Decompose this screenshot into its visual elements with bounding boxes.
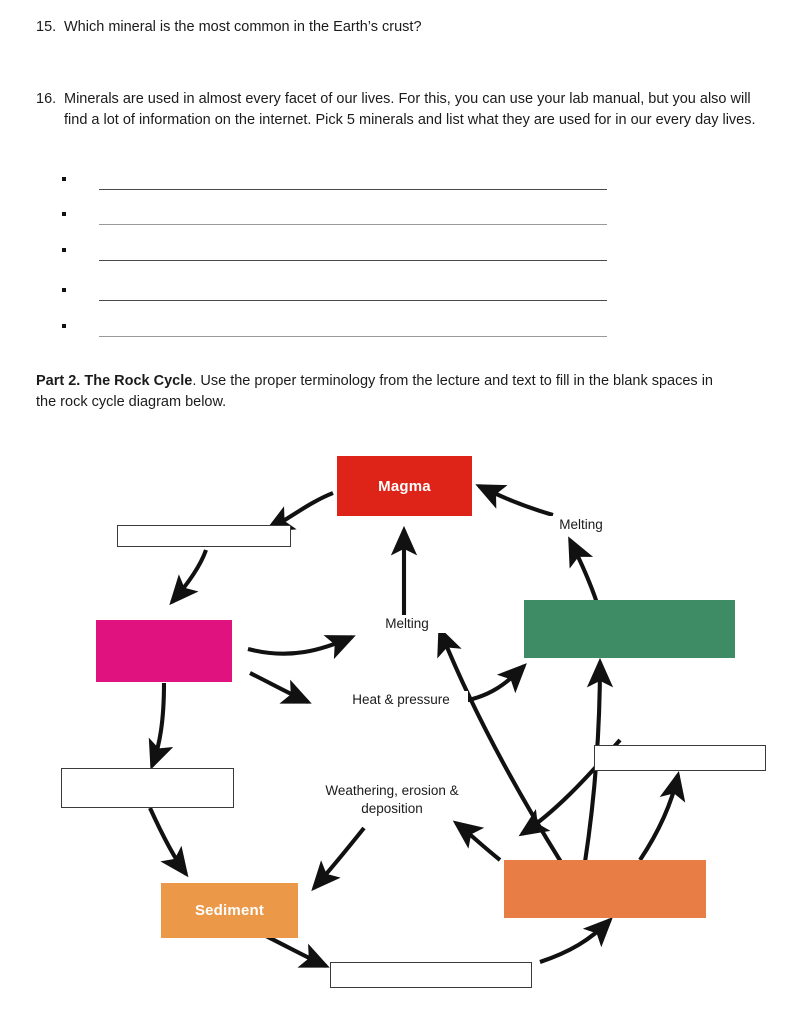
rock-cycle-diagram: Magma Sediment Melting Melting Heat & pr… (0, 430, 790, 1024)
arrow-weathering-to-sediment (311, 826, 366, 892)
arrow-green-to-melting-right (568, 536, 599, 604)
question-16-number: 16. (36, 91, 57, 107)
answer-line-4[interactable] (99, 300, 607, 301)
question-16-text: Minerals are used in almost every facet … (64, 91, 756, 128)
bullet-icon (62, 177, 66, 181)
list-item (62, 319, 607, 341)
bullet-icon (62, 248, 66, 252)
list-item (62, 283, 607, 305)
arrow-melting-right-to-magma (475, 484, 554, 517)
list-item (62, 207, 607, 229)
node-blank-bottom[interactable] (330, 962, 532, 988)
arrow-magenta-to-melting-center (247, 635, 356, 660)
arrow-magenta-to-heat-pressure (249, 671, 312, 704)
arrow-magenta-to-blank-left (148, 682, 174, 770)
node-green-box[interactable] (524, 600, 735, 658)
question-15-number: 15. (36, 19, 57, 35)
list-item (62, 172, 607, 194)
rock-cycle-arrows (148, 484, 686, 968)
part2-body: . Use the proper terminology from the le… (36, 373, 713, 411)
node-blank-left[interactable] (61, 768, 234, 808)
part2-heading: Part 2. The Rock Cycle (36, 373, 193, 389)
question-15: 15. Which mineral is the most common in … (36, 17, 736, 38)
arrow-sediment-to-blank-bottom (261, 932, 330, 968)
caption-heat-pressure: Heat & pressure (334, 691, 468, 709)
bullet-icon (62, 288, 66, 292)
bullet-icon (62, 324, 66, 328)
question-15-text: Which mineral is the most common in the … (64, 19, 422, 35)
node-blank-right[interactable] (594, 745, 766, 771)
arrow-blank-top-left-to-magenta (169, 549, 208, 606)
node-magenta-box[interactable] (96, 620, 232, 682)
list-item (62, 243, 607, 265)
arrow-blank-bottom-to-orange (539, 917, 613, 964)
caption-melting-right: Melting (540, 516, 622, 534)
bullet-icon (62, 212, 66, 216)
caption-weathering-erosion-deposition: Weathering, erosion & deposition (308, 782, 476, 818)
node-magma[interactable]: Magma (337, 456, 472, 516)
answer-line-1[interactable] (99, 189, 607, 190)
question-16: 16. Minerals are used in almost every fa… (36, 89, 758, 130)
answer-line-2[interactable] (99, 224, 607, 225)
part2-instructions: Part 2. The Rock Cycle. Use the proper t… (36, 371, 736, 413)
node-sediment[interactable]: Sediment (161, 883, 298, 938)
arrow-orange-to-weathering (452, 820, 502, 862)
arrow-orange-to-blank-right (638, 770, 686, 862)
answer-line-5[interactable] (99, 336, 607, 337)
node-blank-top-left[interactable] (117, 525, 291, 547)
node-sediment-label: Sediment (194, 902, 265, 919)
answer-line-3[interactable] (99, 260, 607, 261)
node-orange-box[interactable] (504, 860, 706, 918)
arrow-blank-left-to-sediment (148, 807, 189, 878)
caption-melting-center: Melting (366, 615, 448, 633)
node-magma-label: Magma (378, 477, 431, 495)
